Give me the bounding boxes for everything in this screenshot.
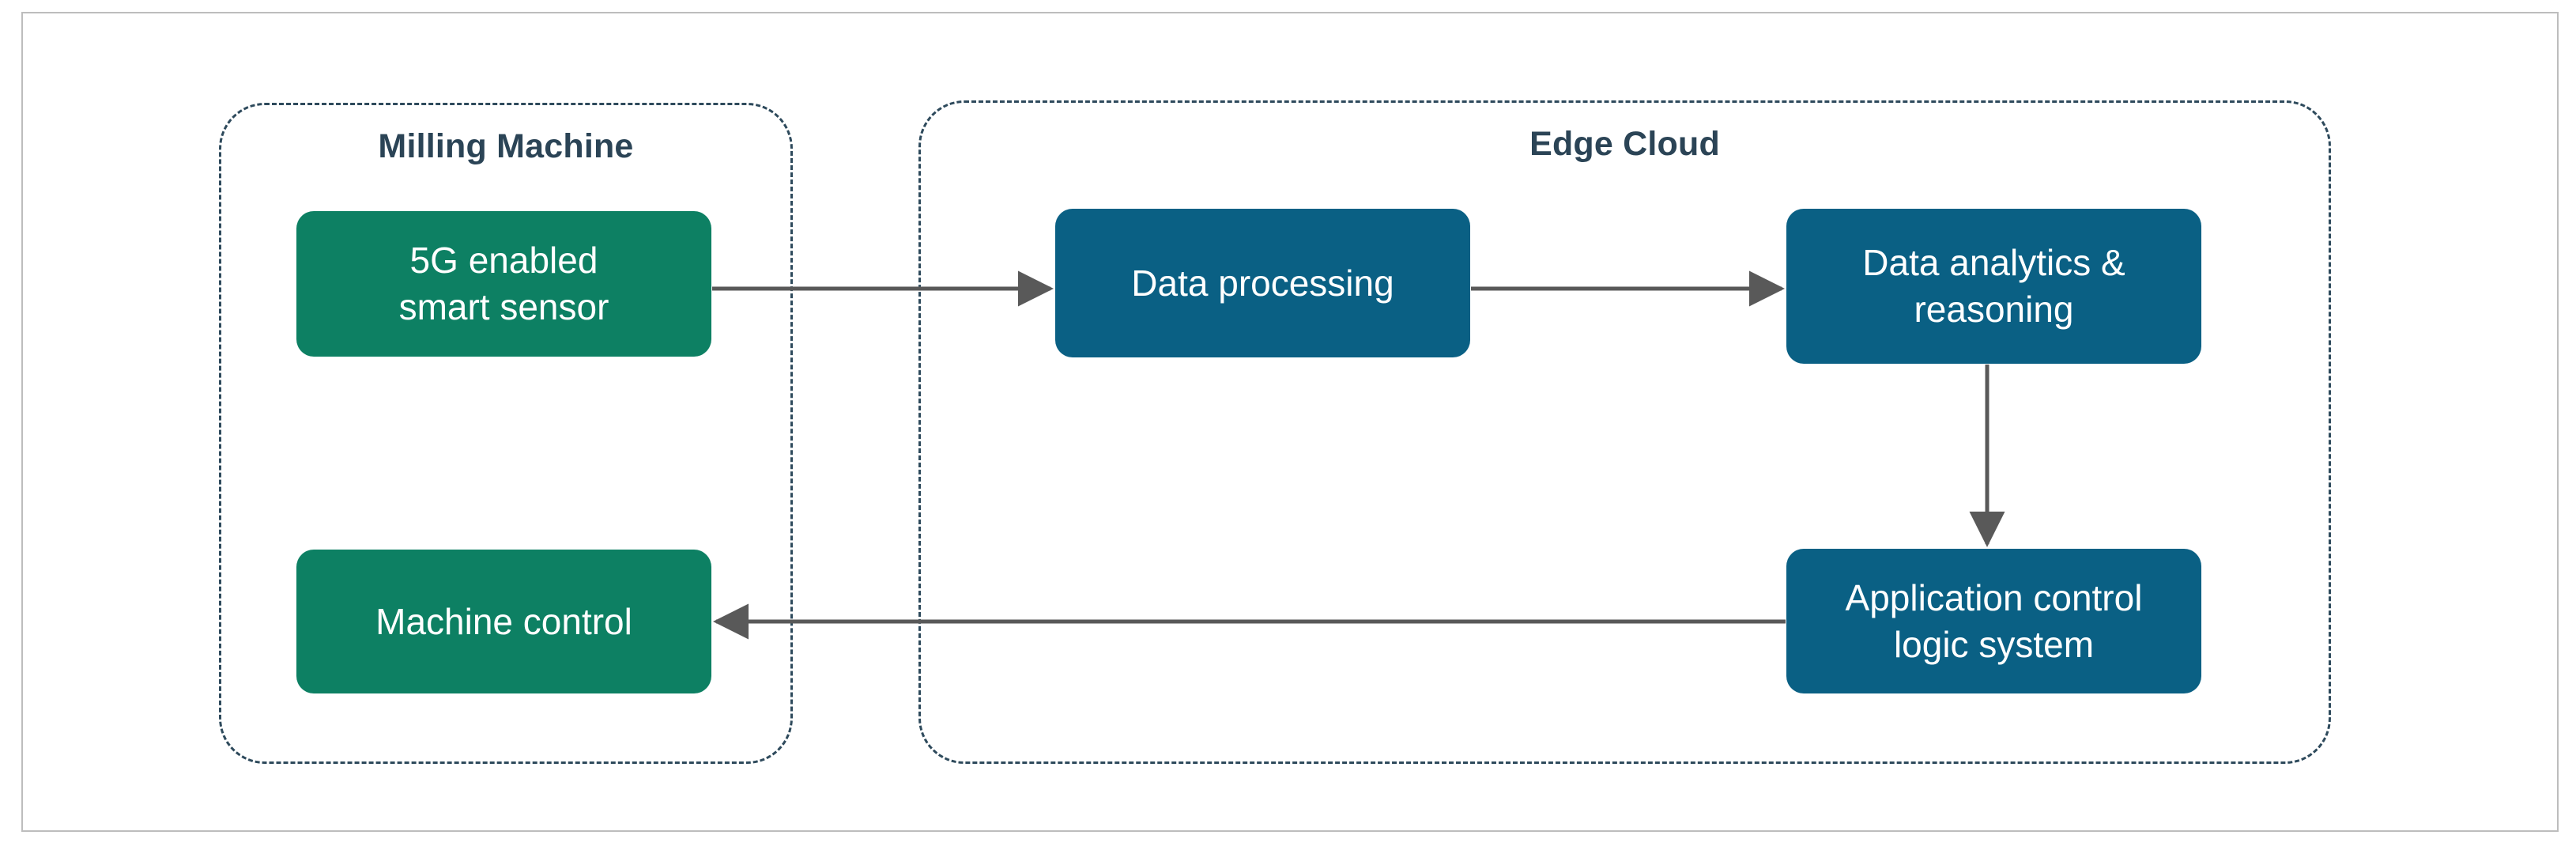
node-label-line2: logic system (1893, 623, 2095, 665)
node-label: Application control logic system (1846, 575, 2143, 668)
group-milling-machine: Milling Machine (219, 103, 793, 764)
node-label-line2: reasoning (1914, 289, 2074, 330)
node-label-line1: 5G enabled (409, 240, 598, 282)
group-milling-machine-label: Milling Machine (378, 127, 634, 165)
node-machine-control[interactable]: Machine control (296, 550, 711, 693)
node-label: Machine control (375, 600, 632, 642)
node-data-processing[interactable]: Data processing (1055, 209, 1470, 357)
node-label: Data analytics & reasoning (1862, 240, 2125, 333)
node-label-line2: smart sensor (398, 286, 609, 327)
node-label-line1: Data analytics & (1862, 242, 2125, 284)
group-edge-cloud: Edge Cloud (918, 100, 2331, 764)
group-edge-cloud-label: Edge Cloud (1529, 125, 1720, 163)
node-application-control-logic-system[interactable]: Application control logic system (1786, 549, 2201, 693)
node-label-line1: Application control (1845, 576, 2143, 618)
node-data-analytics-reasoning[interactable]: Data analytics & reasoning (1786, 209, 2201, 364)
node-label: Data processing (1131, 262, 1394, 304)
